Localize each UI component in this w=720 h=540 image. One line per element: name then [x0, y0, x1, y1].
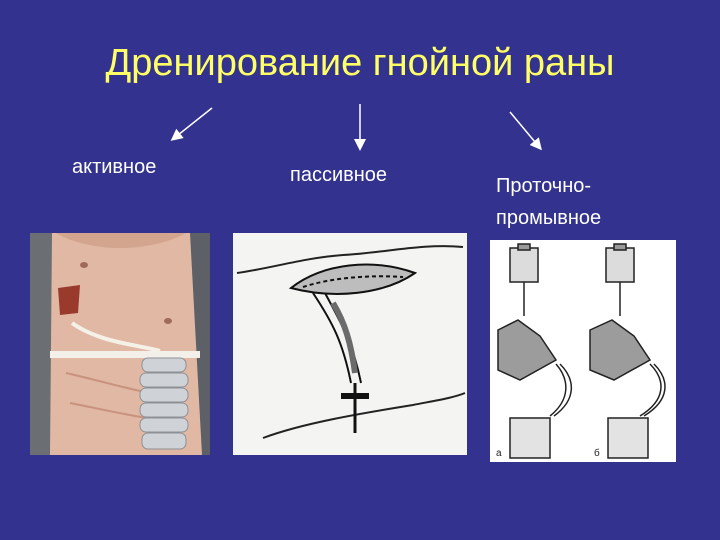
- method-label-passive: пассивное: [290, 164, 387, 187]
- slide-title: Дренирование гнойной раны: [0, 42, 720, 85]
- suction-bellows: [140, 358, 188, 449]
- flow-mark-left: a: [496, 448, 502, 459]
- arrow-to-active: [173, 108, 212, 139]
- method-label-flow: Проточно- промывное: [496, 170, 601, 234]
- flow-mark-right: б: [594, 447, 600, 459]
- active-drainage-photo: [30, 233, 210, 455]
- arrow-to-flow: [510, 112, 540, 148]
- passive-drainage-drawing: [233, 233, 467, 455]
- flow-irrigation-drawing: a б: [490, 240, 676, 462]
- method-label-flow-line1: Проточно-: [496, 170, 601, 202]
- method-label-active: активное: [72, 156, 156, 179]
- method-label-flow-line2: промывное: [496, 202, 601, 234]
